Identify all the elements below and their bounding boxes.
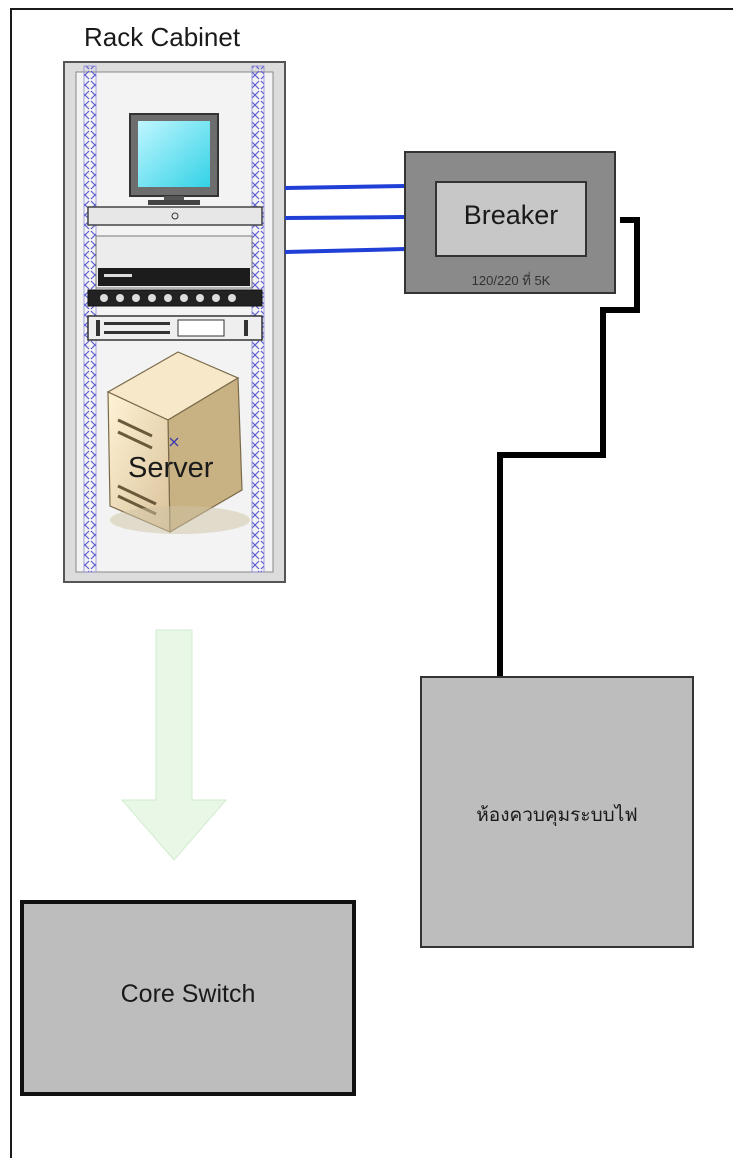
rack-server-1u-icon: [87, 315, 263, 341]
diagram-frame: [10, 8, 733, 1158]
core-switch-box: [20, 900, 356, 1096]
breaker-label: Breaker: [463, 200, 559, 230]
power-room-label: ห้องควบคุมระบบไฟ: [476, 805, 638, 826]
core-switch-label: Core Switch: [120, 980, 256, 1008]
monitor-icon: [129, 113, 219, 205]
keyboard-tray-icon: [87, 206, 263, 226]
server-tower-icon: [106, 351, 250, 534]
breaker-box: [404, 151, 616, 294]
power-cable: [497, 217, 640, 680]
power-room-box: [420, 676, 694, 948]
rack-cabinet-title: Rack Cabinet: [84, 22, 241, 52]
rack-switch-icon: [95, 235, 253, 289]
breaker-rating-label: 120/220 ที่ 5K: [471, 273, 551, 288]
server-label: Server: [128, 452, 214, 484]
patch-panel-icon: [87, 289, 263, 307]
rack-to-breaker-links: [284, 184, 406, 254]
down-arrow-icon: [120, 629, 228, 861]
